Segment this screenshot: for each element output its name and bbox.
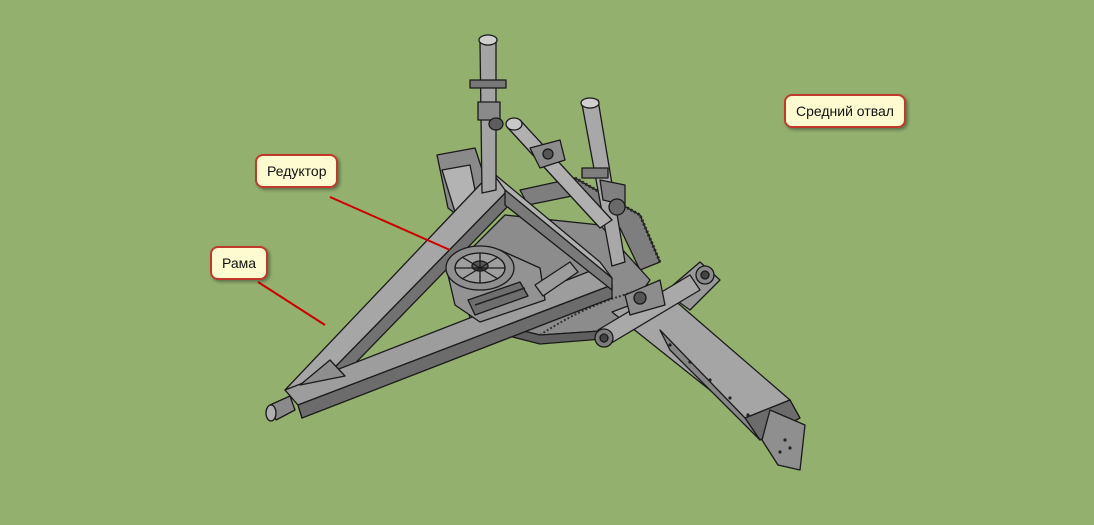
- frame-callout: Рама: [210, 246, 269, 280]
- reducer-leader: [329, 196, 451, 251]
- frame-leader: [257, 281, 326, 326]
- triangle-frame: [265, 171, 613, 422]
- link-arm: [505, 117, 613, 229]
- pivot-cylinders: [594, 265, 715, 348]
- reducer-gearbox: [445, 245, 579, 323]
- middle-blade-callout: Средний отвал: [784, 94, 906, 128]
- reducer-callout: Редуктор: [255, 154, 339, 188]
- lift-post-left: [469, 34, 507, 194]
